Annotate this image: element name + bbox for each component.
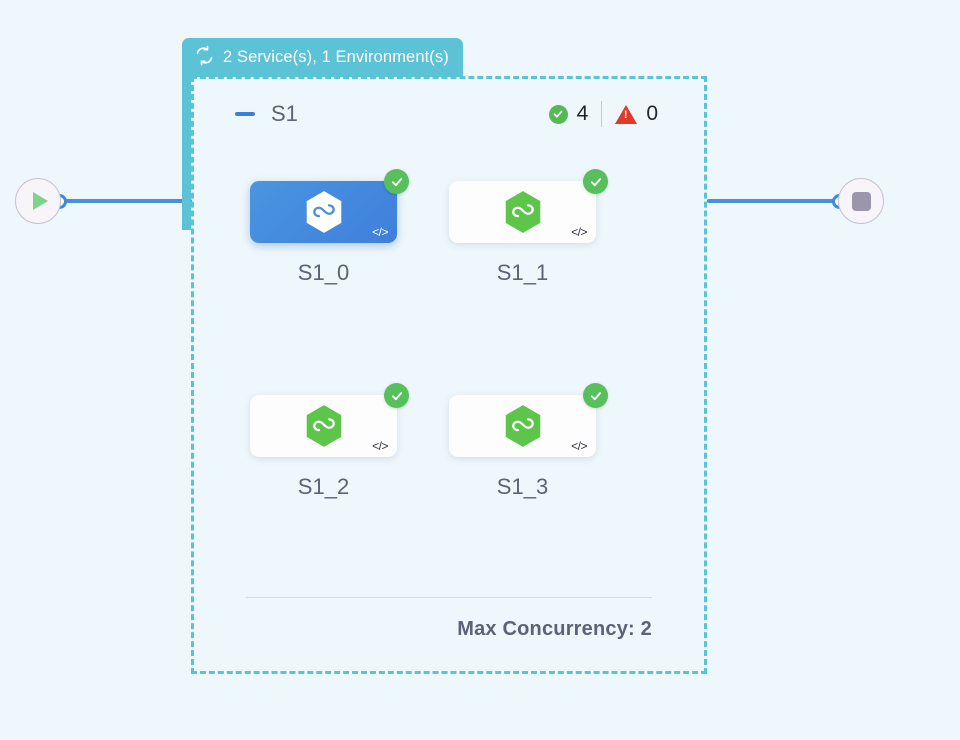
warning-count: 0 bbox=[646, 102, 658, 125]
loop-sync-icon bbox=[194, 45, 215, 71]
warning-triangle-icon bbox=[615, 104, 638, 124]
node-label: S1_0 bbox=[297, 260, 350, 285]
edge-start-to-group bbox=[62, 199, 192, 203]
group-tab[interactable]: 2 Service(s), 1 Environment(s) bbox=[182, 38, 463, 77]
service-group-container: S1 4 0 bbox=[191, 76, 707, 674]
play-icon bbox=[33, 192, 48, 210]
check-circle-icon bbox=[384, 169, 409, 194]
group-header: S1 4 0 bbox=[194, 79, 704, 149]
node-cell: </> S1_1 bbox=[449, 169, 648, 286]
max-concurrency-label: Max Concurrency: 2 bbox=[457, 618, 652, 640]
group-footer: Max Concurrency: 2 bbox=[246, 597, 652, 641]
node-grid: </> S1_0 </> S bbox=[194, 169, 704, 500]
node-cell: </> S1_3 bbox=[449, 383, 648, 500]
node-label: S1_2 bbox=[297, 474, 350, 499]
service-node-s1-1[interactable]: </> bbox=[449, 169, 608, 243]
check-circle-icon bbox=[583, 169, 608, 194]
hexagon-infinity-icon bbox=[306, 191, 341, 233]
node-label: S1_3 bbox=[496, 474, 549, 499]
hexagon-infinity-icon bbox=[306, 405, 341, 447]
group-tab-rail bbox=[182, 76, 191, 230]
group-stats: 4 0 bbox=[548, 101, 658, 127]
hexagon-infinity-icon bbox=[505, 191, 540, 233]
code-brackets-icon: </> bbox=[571, 439, 587, 453]
success-count: 4 bbox=[576, 102, 589, 125]
code-brackets-icon: </> bbox=[372, 439, 388, 453]
stop-icon bbox=[851, 191, 871, 211]
code-brackets-icon: </> bbox=[372, 225, 388, 239]
node-label: S1_1 bbox=[496, 260, 549, 285]
node-cell: </> S1_2 bbox=[250, 383, 449, 500]
group-title: S1 bbox=[271, 101, 298, 126]
service-node-s1-3[interactable]: </> bbox=[449, 383, 608, 457]
code-brackets-icon: </> bbox=[571, 225, 587, 239]
stats-divider bbox=[601, 101, 603, 127]
edge-group-to-end bbox=[707, 199, 841, 203]
group-tab-label: 2 Service(s), 1 Environment(s) bbox=[223, 48, 449, 66]
collapse-toggle-button[interactable] bbox=[234, 103, 256, 125]
start-node[interactable] bbox=[15, 178, 61, 224]
service-node-s1-2[interactable]: </> bbox=[250, 383, 409, 457]
footer-divider bbox=[246, 597, 652, 598]
end-node[interactable] bbox=[838, 178, 884, 224]
minus-icon bbox=[235, 112, 255, 116]
service-node-s1-0[interactable]: </> bbox=[250, 169, 409, 243]
check-circle-icon bbox=[583, 383, 608, 408]
check-circle-icon bbox=[384, 383, 409, 408]
hexagon-infinity-icon bbox=[505, 405, 540, 447]
check-circle-icon bbox=[548, 104, 568, 124]
node-cell: </> S1_0 bbox=[250, 169, 449, 286]
